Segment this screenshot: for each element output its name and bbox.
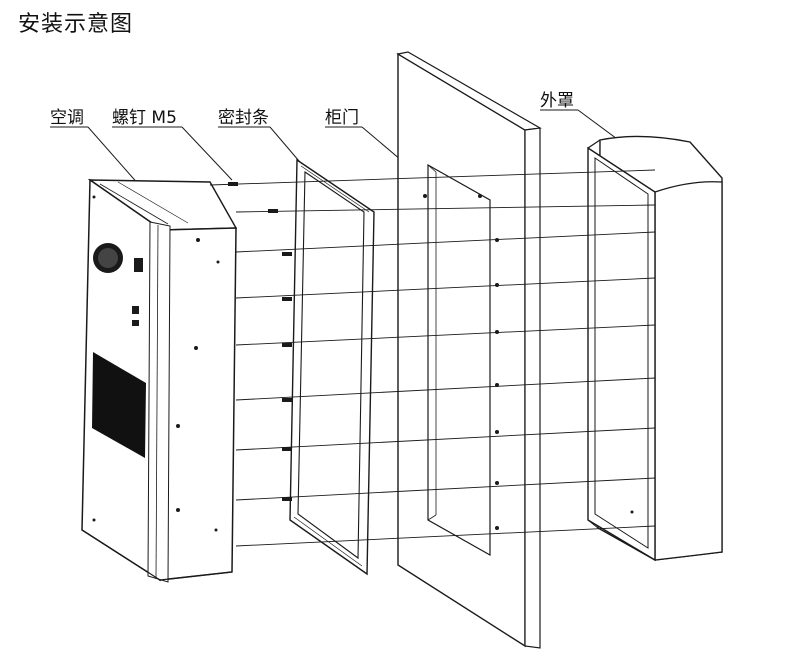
cabinet-door-panel <box>396 51 542 649</box>
switch-icon <box>134 258 143 272</box>
label-gasket: 密封条 <box>218 108 306 169</box>
label-aircon-text: 空调 <box>50 108 84 128</box>
label-aircon: 空调 <box>50 108 141 187</box>
label-door-text: 柜门 <box>325 108 359 128</box>
label-cover-text: 外罩 <box>540 91 574 111</box>
air-conditioner-unit <box>81 178 238 583</box>
label-screw: 螺钉 M5 <box>112 108 233 181</box>
screws <box>228 182 499 530</box>
louvre-grille <box>92 352 146 458</box>
page-title: 安装示意图 <box>18 12 134 37</box>
label-gasket-text: 密封条 <box>218 108 269 128</box>
outer-cover <box>587 135 723 562</box>
label-screw-text: 螺钉 M5 <box>112 108 177 128</box>
gasket-frame <box>289 158 375 576</box>
screw-lines <box>209 169 656 547</box>
